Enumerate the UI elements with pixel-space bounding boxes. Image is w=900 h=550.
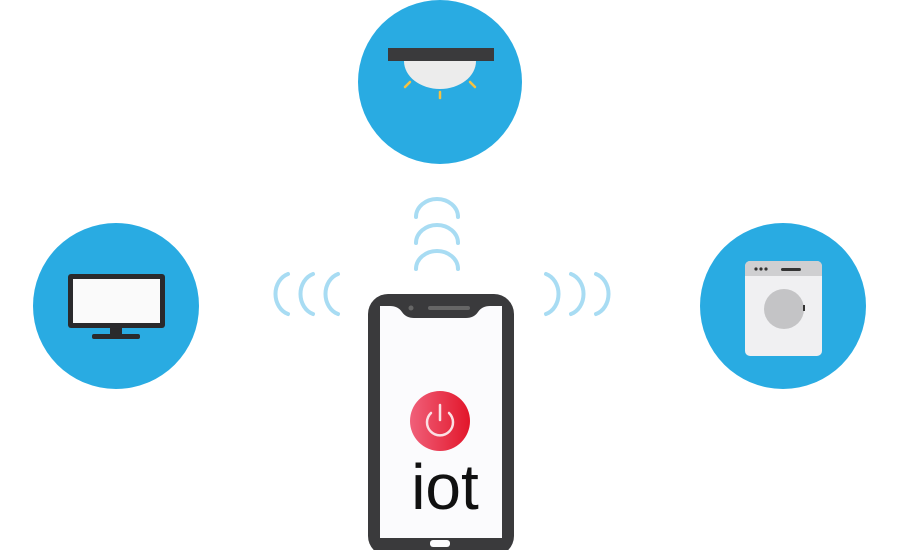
home-button[interactable] xyxy=(430,540,450,547)
smartphone: iot xyxy=(368,294,514,550)
light-mount-icon xyxy=(388,48,494,61)
television-device xyxy=(33,223,199,389)
app-label: iot xyxy=(411,451,479,523)
camera-icon xyxy=(408,305,414,311)
washing-machine-device xyxy=(700,223,866,389)
light-dome-icon xyxy=(404,61,476,89)
signal-waves-right xyxy=(544,272,611,316)
ceiling-light-device xyxy=(358,0,522,164)
signal-waves-top xyxy=(414,197,460,271)
speaker-icon xyxy=(428,306,470,310)
light-rays-icon xyxy=(403,80,477,100)
power-button[interactable] xyxy=(410,391,470,451)
signal-waves-left xyxy=(273,272,340,316)
power-icon xyxy=(425,411,455,437)
